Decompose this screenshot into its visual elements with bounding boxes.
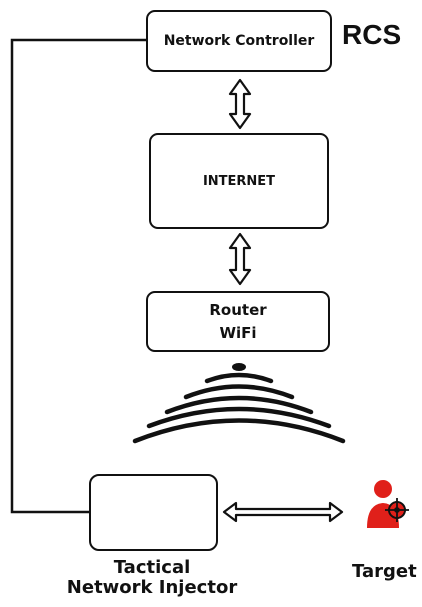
double-arrow-icon (228, 232, 252, 286)
tactical-label-line2: Network Injector (66, 577, 238, 598)
tactical-injector-box (89, 474, 218, 551)
internet-label: INTERNET (202, 173, 276, 189)
router-box: Router WiFi (146, 291, 330, 352)
wifi-label: WiFi (219, 323, 257, 342)
wifi-waves-icon (132, 363, 346, 444)
target-label: Target (352, 561, 417, 582)
network-controller-label: Network Controller (163, 33, 315, 49)
router-label: Router (209, 300, 267, 319)
controller-to-injector-line (10, 38, 146, 514)
network-controller-box: Network Controller (146, 10, 332, 72)
internet-box: INTERNET (149, 133, 329, 229)
crosshair-icon (385, 498, 409, 522)
tactical-injector-label: Tactical Network Injector (52, 558, 252, 598)
double-arrow-icon (222, 501, 344, 523)
double-arrow-icon (228, 78, 252, 130)
tactical-label-line1: Tactical (113, 557, 191, 578)
rcs-label: RCS (342, 19, 402, 50)
